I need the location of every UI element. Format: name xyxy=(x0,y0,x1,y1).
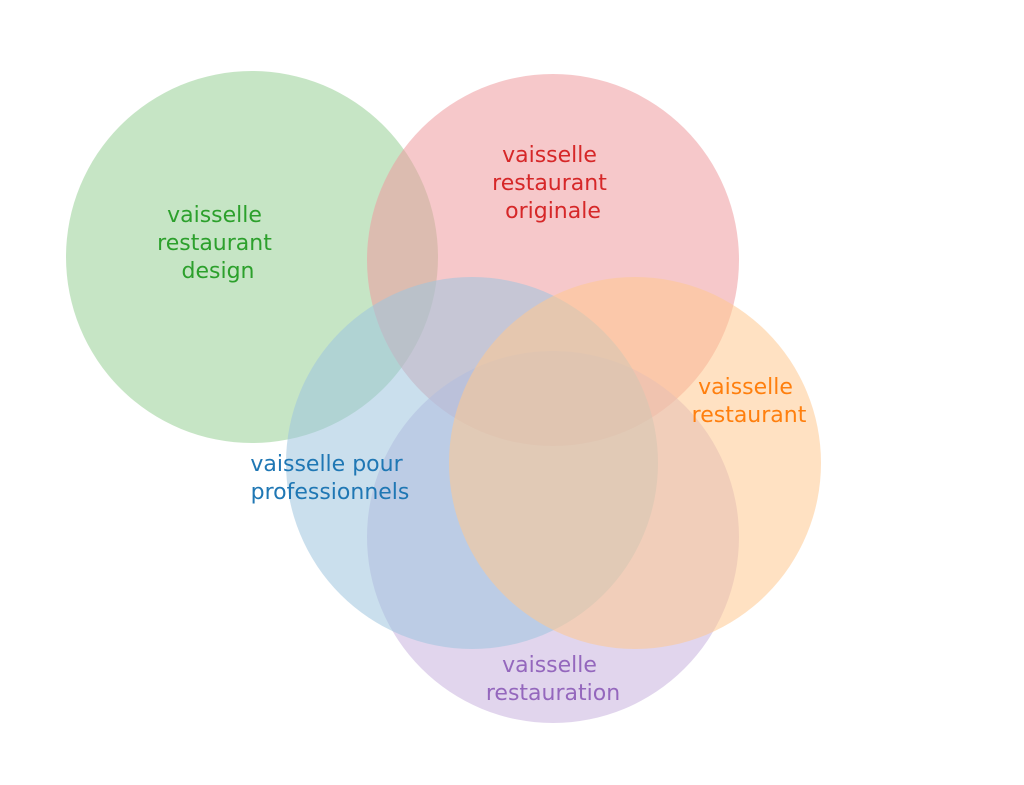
label-originale: vaisselle restaurant originale xyxy=(492,143,614,224)
venn-labels: vaisselle restaurant design vaisselle re… xyxy=(157,143,807,706)
venn-circles xyxy=(66,71,821,723)
circle-restaurant xyxy=(449,277,821,649)
label-restaurant: vaisselle restaurant xyxy=(692,375,807,428)
label-design: vaisselle restaurant design xyxy=(157,203,279,284)
label-restauration: vaisselle restauration xyxy=(486,653,620,706)
label-professionnels: vaisselle pour professionnels xyxy=(250,452,409,505)
